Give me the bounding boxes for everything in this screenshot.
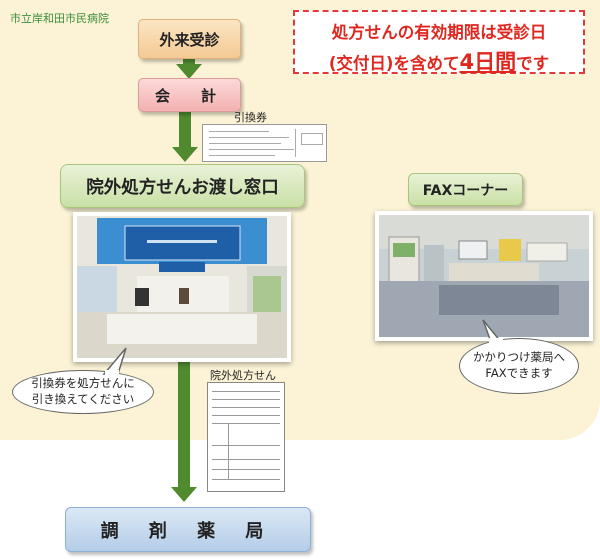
notice-line-2: (交付日)を含めて4日間です — [295, 46, 583, 76]
fax-bubble-line-2: FAXできます — [485, 366, 553, 380]
notice-line-1: 処方せんの有効期限は受診日 — [331, 23, 547, 42]
arrow-accounting-window — [179, 112, 191, 148]
exchange-bubble-line-1: 引換券を処方せんに — [31, 376, 135, 391]
step-fax-corner: FAXコーナー — [408, 173, 523, 206]
arrow-head-3 — [171, 487, 197, 502]
prescription-image — [207, 382, 285, 492]
window-photo — [73, 212, 291, 362]
exchange-bubble-tail — [102, 347, 127, 376]
arrow-head-2 — [172, 147, 198, 162]
arrow-window-pharmacy — [178, 362, 190, 488]
exchange-ticket-image — [202, 124, 327, 162]
arrow-outpatient-accounting — [183, 59, 195, 65]
fax-bubble-tail — [482, 319, 503, 344]
notice-suffix: です — [516, 54, 550, 73]
step-accounting: 会 計 — [138, 78, 241, 112]
step-prescription-window: 院外処方せんお渡し窓口 — [60, 164, 305, 208]
step-outpatient: 外来受診 — [138, 19, 241, 59]
prescription-label: 院外処方せん — [210, 369, 276, 382]
exchange-ticket-label: 引換券 — [234, 111, 267, 124]
fax-bubble-line-1: かかりつけ薬局へ — [472, 350, 566, 365]
hospital-name: 市立岸和田市民病院 — [10, 12, 109, 25]
notice-prefix: (交付日)を含めて — [328, 54, 460, 73]
validity-notice: 処方せんの有効期限は受診日 (交付日)を含めて4日間です — [293, 10, 585, 74]
exchange-instruction-bubble: 引換券を処方せんに 引き換えてください — [12, 370, 154, 414]
step-pharmacy: 調 剤 薬 局 — [65, 507, 311, 552]
notice-emphasis: 4日間 — [459, 50, 517, 74]
fax-corner-photo — [375, 211, 593, 341]
fax-info-bubble: かかりつけ薬局へ FAXできます — [459, 338, 579, 394]
arrow-head-1 — [176, 64, 202, 79]
exchange-bubble-line-2: 引き換えてください — [31, 392, 135, 406]
